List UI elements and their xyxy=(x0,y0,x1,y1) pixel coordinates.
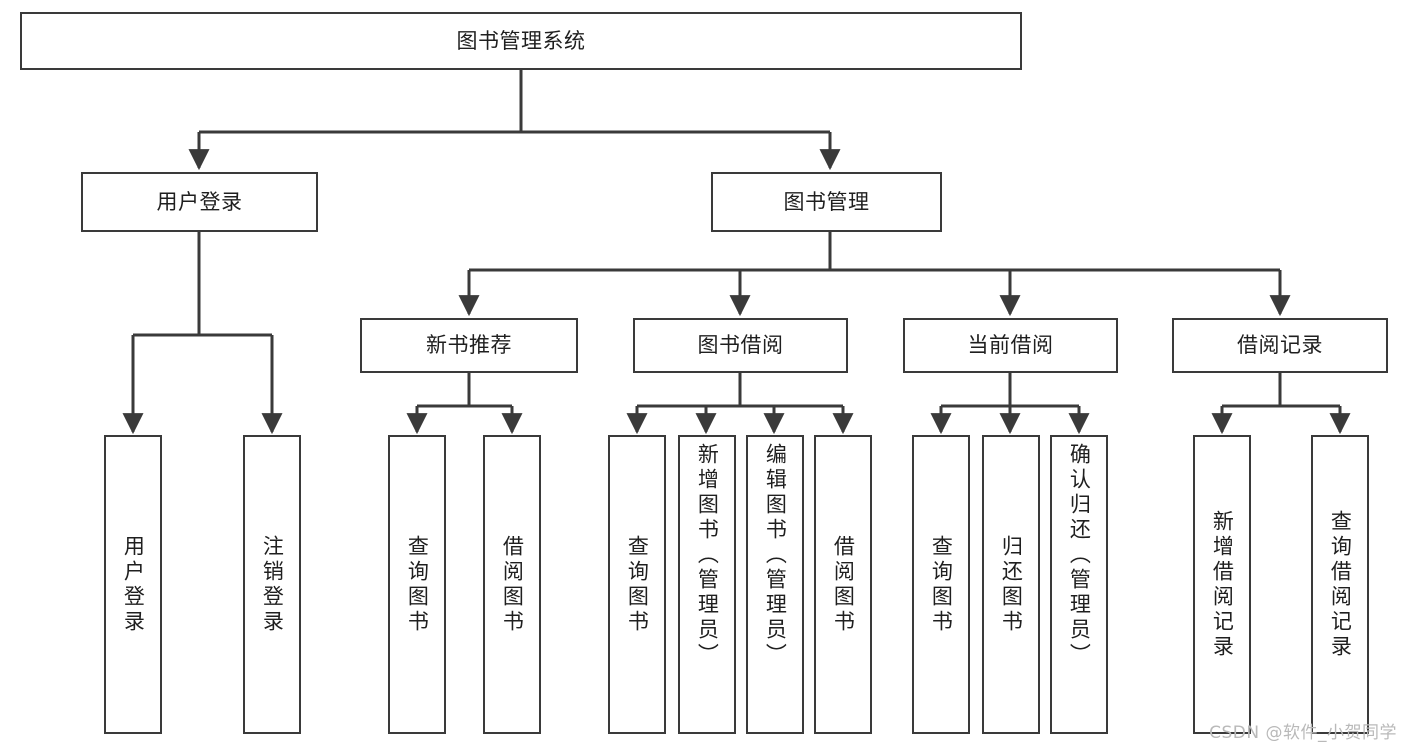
node-label-leaf-borrow-add-book-admin: 新增图书（管理员） xyxy=(695,443,720,668)
node-leaf-current-confirm-return-admin[interactable]: 确认归还（管理员） xyxy=(1050,435,1108,734)
node-leaf-current-return-book[interactable]: 归还图书 xyxy=(982,435,1040,734)
node-leaf-current-query-book[interactable]: 查询图书 xyxy=(912,435,970,734)
node-label-leaf-record-search: 查询借阅记录 xyxy=(1328,509,1353,660)
node-label-book-manage: 图书管理 xyxy=(783,189,870,214)
node-label-current-borrow: 当前借阅 xyxy=(967,333,1054,358)
node-book-borrow[interactable]: 图书借阅 xyxy=(633,318,848,373)
node-label-borrow-record: 借阅记录 xyxy=(1237,333,1323,358)
node-label-leaf-user-logout: 注销登录 xyxy=(260,534,285,635)
node-leaf-borrow-book[interactable]: 借阅图书 xyxy=(814,435,872,734)
node-leaf-borrow-query-book[interactable]: 查询图书 xyxy=(608,435,666,734)
node-label-leaf-borrow-query-book: 查询图书 xyxy=(625,534,650,635)
node-label-leaf-borrow-edit-book-admin: 编辑图书（管理员） xyxy=(763,443,788,668)
node-label-leaf-borrow-book: 借阅图书 xyxy=(831,534,856,635)
node-borrow-record[interactable]: 借阅记录 xyxy=(1172,318,1388,373)
node-label-leaf-current-query-book: 查询图书 xyxy=(929,534,954,635)
node-label-leaf-current-confirm-return-admin: 确认归还（管理员） xyxy=(1067,443,1092,668)
node-leaf-rec-query-book[interactable]: 查询图书 xyxy=(388,435,446,734)
node-label-root: 图书管理系统 xyxy=(456,28,586,53)
node-leaf-record-search[interactable]: 查询借阅记录 xyxy=(1311,435,1369,734)
node-label-leaf-user-login: 用户登录 xyxy=(121,534,146,635)
node-label-book-borrow: 图书借阅 xyxy=(697,333,784,358)
node-new-book-recommend[interactable]: 新书推荐 xyxy=(360,318,578,373)
node-root-book-management-system[interactable]: 图书管理系统 xyxy=(20,12,1022,70)
node-book-manage[interactable]: 图书管理 xyxy=(711,172,942,232)
node-label-leaf-rec-query-book: 查询图书 xyxy=(405,534,430,635)
csdn-watermark: CSDN @软件_小贺同学 xyxy=(1209,723,1397,743)
node-leaf-user-login[interactable]: 用户登录 xyxy=(104,435,162,734)
node-label-new-book-recommend: 新书推荐 xyxy=(426,333,512,358)
node-label-leaf-rec-borrow-book: 借阅图书 xyxy=(500,534,525,635)
node-current-borrow[interactable]: 当前借阅 xyxy=(903,318,1118,373)
node-label-user-login: 用户登录 xyxy=(156,189,243,214)
node-leaf-borrow-add-book-admin[interactable]: 新增图书（管理员） xyxy=(678,435,736,734)
node-leaf-record-add[interactable]: 新增借阅记录 xyxy=(1193,435,1251,734)
node-leaf-rec-borrow-book[interactable]: 借阅图书 xyxy=(483,435,541,734)
node-label-leaf-current-return-book: 归还图书 xyxy=(999,534,1024,635)
node-leaf-borrow-edit-book-admin[interactable]: 编辑图书（管理员） xyxy=(746,435,804,734)
node-user-login[interactable]: 用户登录 xyxy=(81,172,318,232)
node-label-leaf-record-add: 新增借阅记录 xyxy=(1210,509,1235,660)
node-leaf-user-logout[interactable]: 注销登录 xyxy=(243,435,301,734)
